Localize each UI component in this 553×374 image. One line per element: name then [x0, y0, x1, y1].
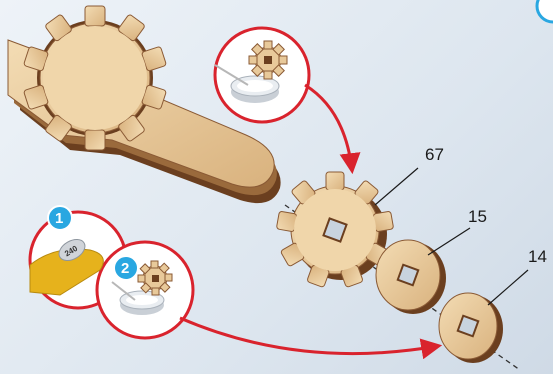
leader-15 — [428, 228, 470, 255]
arrow-to-washer — [180, 318, 438, 354]
step-badge-1: 1 — [48, 206, 72, 230]
arrow-to-gear — [305, 85, 352, 170]
washer-14 — [439, 293, 503, 363]
label-67: 67 — [425, 145, 444, 164]
callout-group-bottom: 240 1 2 — [30, 206, 193, 338]
step-2-number: 2 — [121, 260, 129, 277]
small-gear-icon — [249, 41, 287, 79]
step-badge-2: 2 — [114, 256, 138, 280]
leader-14 — [488, 270, 528, 305]
leader-67 — [375, 168, 418, 205]
label-14: 14 — [528, 247, 547, 266]
step-badge-partial — [537, 0, 553, 22]
glue-callout-top — [215, 28, 309, 122]
small-gear-icon — [138, 261, 172, 295]
step-1-number: 1 — [55, 210, 63, 227]
washer-15 — [376, 240, 446, 314]
label-15: 15 — [468, 207, 487, 226]
